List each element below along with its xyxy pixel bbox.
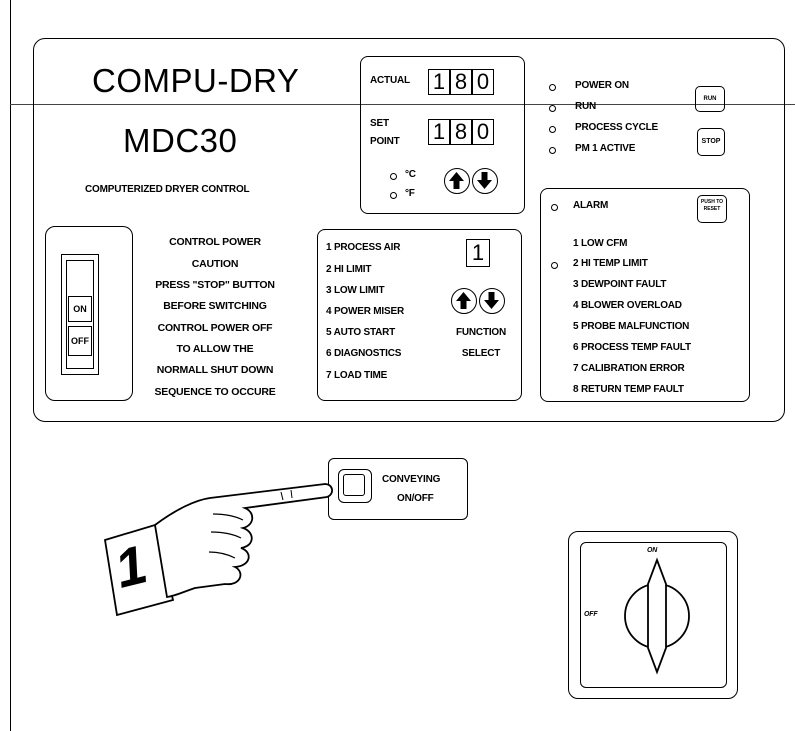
alarm-item: 3 DEWPOINT FAULT [573,279,667,290]
arrow-up-icon [449,172,464,189]
status-label: POWER ON [575,80,629,91]
caution-line: BEFORE SWITCHING [163,300,267,312]
function-item: 3 LOW LIMIT [326,285,385,296]
arrow-down-icon [477,172,492,189]
alarm-item: 2 HI TEMP LIMIT [573,258,648,269]
function-item: 6 DIAGNOSTICS [326,348,402,359]
function-down-button[interactable] [479,288,505,314]
rotary-off-label: OFF [584,611,598,618]
run-button[interactable]: RUN [695,86,725,112]
setpoint-label: POINT [370,136,400,147]
caution-line: PRESS "STOP" BUTTON [155,279,275,291]
alarm-item: 8 RETURN TEMP FAULT [573,384,684,395]
alarm-item: 4 BLOWER OVERLOAD [573,300,682,311]
alarm-item-led [551,262,558,269]
function-select-label: FUNCTION [455,327,507,338]
run-button-label: RUN [703,96,717,102]
function-item: 5 AUTO START [326,327,396,338]
temperature-display [360,56,525,214]
function-item: 4 POWER MISER [326,306,404,317]
page-border [10,0,795,731]
run-led [549,105,556,112]
brand-title: COMPU-DRY [92,62,300,99]
pointing-hand-icon [103,483,333,617]
power-on-label: ON [68,296,92,322]
alarm-item: 7 CALIBRATION ERROR [573,363,685,374]
fahrenheit-label: °F [405,188,415,199]
power-rocker-switch[interactable] [66,260,94,369]
actual-label: ACTUAL [370,75,410,86]
rotary-switch-housing [568,531,738,699]
rotary-switch-inner [580,542,727,688]
arrow-up-icon [456,292,471,309]
pm1-active-led [549,147,556,154]
alarm-label: ALARM [573,200,609,211]
actual-digit: 8 [450,69,472,95]
function-select-box [317,229,522,401]
function-item: 1 PROCESS AIR [326,242,401,253]
setpoint-digit: 0 [472,119,494,145]
caution-line: SEQUENCE TO OCCURE [154,386,276,398]
rotary-knob[interactable] [612,556,702,676]
caution-line: NORMALL SHUT DOWN [156,364,274,376]
status-label: PM 1 ACTIVE [575,143,636,154]
control-panel [33,38,785,422]
celsius-led [390,173,397,180]
caution-line: TO ALLOW THE [176,343,254,355]
actual-digit: 0 [472,69,494,95]
conveying-label: CONVEYING [382,474,441,485]
setpoint-digit: 1 [428,119,450,145]
status-label: PROCESS CYCLE [575,122,658,133]
caution-line: CAUTION [191,258,239,270]
alarm-reset-label: PUSH TO RESET [700,199,724,212]
setpoint-label: SET [370,118,389,129]
function-item: 2 HI LIMIT [326,264,372,275]
power-off-label: OFF [68,326,92,356]
alarm-led [551,204,558,211]
caution-line: CONTROL POWER OFF [157,322,273,334]
power-switch-housing [45,226,133,401]
model-title: MDC30 [123,122,238,159]
rotary-on-label: ON [647,547,658,554]
alarm-reset-button[interactable]: PUSH TO RESET [697,195,727,223]
temp-up-button[interactable] [444,168,470,194]
arrow-down-icon [484,292,499,309]
alarm-item: 5 PROBE MALFUNCTION [573,321,690,332]
actual-digit: 1 [428,69,450,95]
conveying-label: ON/OFF [397,493,434,504]
status-label: RUN [575,101,597,112]
function-up-button[interactable] [451,288,477,314]
celsius-label: °C [405,169,416,180]
fahrenheit-led [390,192,397,199]
function-item: 7 LOAD TIME [326,370,388,381]
alarm-box [540,188,750,402]
setpoint-digit: 8 [450,119,472,145]
subtitle: COMPUTERIZED DRYER CONTROL [85,184,250,195]
stop-button[interactable]: STOP [697,128,725,156]
process-cycle-led [549,126,556,133]
conveying-button[interactable] [338,469,372,503]
divider-line [10,104,795,105]
temp-down-button[interactable] [472,168,498,194]
power-on-led [549,84,556,91]
stop-button-label: STOP [701,138,721,145]
function-display: 1 [466,239,490,267]
alarm-item: 1 LOW CFM [573,238,628,249]
alarm-item: 6 PROCESS TEMP FAULT [573,342,691,353]
power-switch-frame [61,254,99,375]
function-select-label: SELECT [461,348,501,359]
caution-line: CONTROL POWER [169,236,261,248]
